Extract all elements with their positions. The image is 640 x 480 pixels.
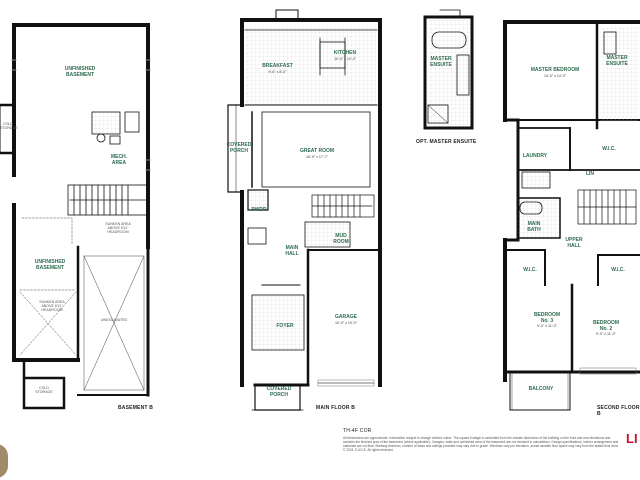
room-upper-hall: UPPER HALL	[565, 237, 583, 249]
ensuite-title: OPT. MASTER ENSUITE	[416, 139, 477, 145]
bedroom-2-dimensions: 9'-0" x 11'-0"	[596, 332, 616, 337]
room-wic-left: W.I.C.	[523, 267, 537, 273]
garage-name: GARAGE	[335, 313, 357, 320]
room-mud-room: MUD ROOM	[333, 233, 349, 245]
room-mech-area: MECH. AREA	[110, 154, 128, 166]
room-bedroom-3: BEDROOM No. 3 9'-0" x 11'-0"	[527, 307, 567, 334]
room-main-hall: MAIN HALL	[285, 245, 299, 257]
room-wic-right: W.I.C.	[611, 267, 625, 273]
model-name: TH-4F COR	[343, 428, 372, 434]
room-kitchen: KITCHEN 10'-0" x 10'-0"	[330, 45, 360, 66]
room-garage: GARAGE 10'-0" x 19'-0"	[320, 309, 372, 330]
room-opt-master-ensuite: MASTER ENSUITE	[430, 56, 452, 68]
master-bedroom-name: MASTER BEDROOM	[530, 66, 580, 73]
kitchen-dimensions: 10'-0" x 10'-0"	[333, 56, 357, 61]
great-room-dimensions: 16'-0" x 17'-7"	[305, 154, 329, 159]
room-foyer: FOYER	[276, 323, 294, 329]
breakfast-dimensions: 9'-6" x 8'-0"	[268, 69, 287, 74]
brand-logo: LI	[626, 431, 638, 446]
room-breakfast: BREAKFAST 9'-6" x 8'-0"	[255, 58, 300, 79]
sunken-area-note-bottom: SUNKEN AREA ABOVE 6'11" HEADROOM	[39, 300, 65, 313]
room-bedroom-2: BEDROOM No. 2 9'-0" x 11'-0"	[586, 315, 626, 342]
master-bedroom-dimensions: 14'-0" x 14'-0"	[543, 73, 567, 78]
room-unexcavated: UNEXCAVATED	[100, 318, 128, 322]
sunken-area-note-top: SUNKEN AREA ABOVE 6'11" HEADROOM	[105, 222, 131, 235]
second-floor-title: SECOND FLOOR B	[597, 405, 640, 417]
room-lin: LIN	[585, 171, 595, 177]
room-great-room: GREAT ROOM 16'-0" x 17'-7"	[292, 143, 342, 164]
basement-title: BASEMENT B	[118, 405, 154, 411]
bedroom-2-name: BEDROOM No. 2	[592, 319, 620, 332]
room-covered-porch-side: COVERED PORCH	[226, 142, 252, 154]
room-covered-porch-front: COVERED PORCH	[266, 386, 292, 398]
room-wic-master: W.I.C.	[602, 146, 616, 152]
bedroom-3-dimensions: 9'-0" x 11'-0"	[537, 324, 557, 329]
main-floor-title: MAIN FLOOR B	[316, 405, 356, 411]
room-main-bath: MAIN BATH	[527, 221, 541, 233]
bedroom-3-name: BEDROOM No. 3	[533, 311, 561, 324]
decorative-plant	[0, 444, 8, 478]
optional-ensuite-plan	[423, 9, 474, 130]
room-cold-storage-bottom: COLD STORAGE	[35, 386, 53, 395]
garage-dimensions: 10'-0" x 19'-0"	[334, 320, 358, 325]
room-pwdr: PWDR	[251, 207, 267, 213]
room-unfinished-basement-bottom: UNFINISHED BASEMENT	[34, 259, 66, 271]
room-unfinished-basement-top: UNFINISHED BASEMENT	[64, 66, 96, 78]
basement-plan	[0, 23, 151, 410]
great-room-name: GREAT ROOM	[299, 147, 335, 154]
room-master-ensuite: MASTER ENSUITE	[606, 55, 628, 67]
kitchen-name: KITCHEN	[333, 49, 357, 56]
disclaimer: All dimensions are approximate. Informat…	[343, 436, 619, 453]
main-floor-plan	[227, 9, 382, 411]
room-laundry: LAUNDRY	[522, 153, 548, 159]
breakfast-name: BREAKFAST	[262, 62, 293, 69]
room-cold-storage-left: COLD STORAGE	[0, 122, 18, 131]
room-balcony: BALCONY	[528, 386, 554, 392]
second-floor-plan	[503, 20, 640, 411]
room-master-bedroom: MASTER BEDROOM 14'-0" x 14'-0"	[520, 62, 590, 83]
